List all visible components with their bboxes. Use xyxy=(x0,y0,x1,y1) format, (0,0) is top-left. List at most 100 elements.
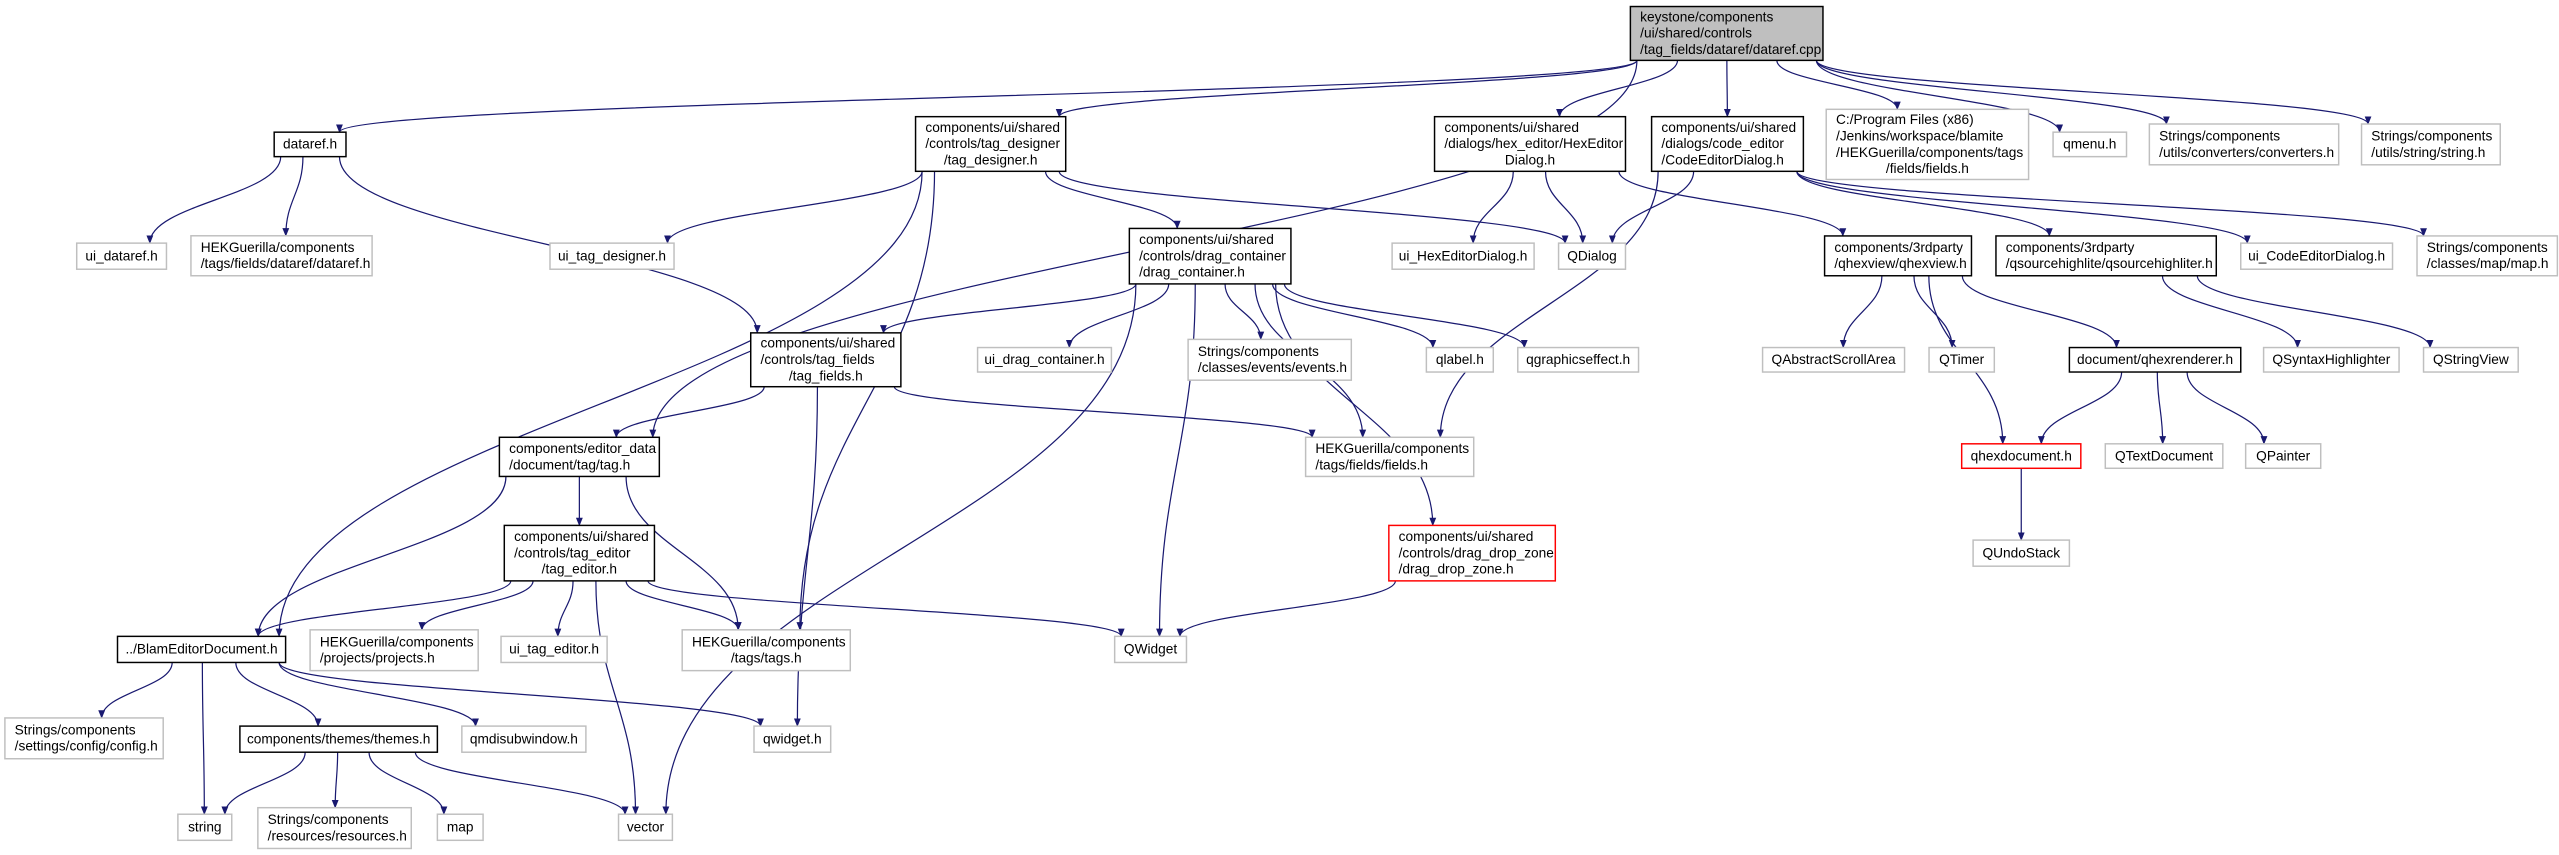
node-qsyntax[interactable]: QSyntaxHighlighter xyxy=(2262,346,2400,373)
node-string[interactable]: string xyxy=(177,813,233,842)
node-hek_dataref[interactable]: HEKGuerilla/components/tags/fields/datar… xyxy=(190,235,373,277)
node-themes[interactable]: components/themes/themes.h xyxy=(239,725,439,753)
node-box xyxy=(1823,235,1973,277)
node-converters[interactable]: Strings/components/utils/converters/conv… xyxy=(2148,123,2340,166)
node-label-line: components/ui/shared xyxy=(514,529,649,544)
node-ui_hex[interactable]: ui_HexEditorDialog.h xyxy=(1391,242,1535,270)
edge-tag_editor-to-qwidget_cap xyxy=(647,580,1125,638)
node-qwidget_cap[interactable]: QWidget xyxy=(1113,635,1188,664)
node-hex_editor[interactable]: components/ui/shared/dialogs/hex_editor/… xyxy=(1433,115,1627,173)
node-projects[interactable]: HEKGuerilla/components/projects/projects… xyxy=(309,629,479,672)
node-label-line: keystone/components xyxy=(1640,9,1773,24)
node-label-line: dataref.h xyxy=(283,137,337,152)
node-qabstract[interactable]: QAbstractScrollArea xyxy=(1761,346,1906,373)
edge-code_editor-to-ui_code xyxy=(1796,171,2251,244)
edge-drag_container-to-drag_drop xyxy=(1275,283,1437,527)
node-label-line: /tag_fields/dataref/dataref.cpp xyxy=(1640,42,1822,57)
node-label-line: qlabel.h xyxy=(1436,352,1484,367)
node-box xyxy=(1995,235,2218,277)
edge-qhexrenderer-to-qhexdocument xyxy=(2037,372,2123,445)
node-drag_drop[interactable]: components/ui/shared/controls/drag_drop_… xyxy=(1388,524,1557,582)
node-label-line: ui_CodeEditorDialog.h xyxy=(2248,248,2385,263)
node-ui_dataref[interactable]: ui_dataref.h xyxy=(75,242,168,270)
edge-tag_designer-to-drag_container xyxy=(1044,171,1181,230)
node-string_h[interactable]: Strings/components/utils/string/string.h xyxy=(2360,123,2501,166)
node-qundostack[interactable]: QUndoStack xyxy=(1972,539,2071,567)
node-qtimer[interactable]: QTimer xyxy=(1928,346,1996,373)
node-label-line: ui_HexEditorDialog.h xyxy=(1399,248,1528,263)
node-tag_designer[interactable]: components/ui/shared/controls/tag_design… xyxy=(914,115,1067,173)
edge-tag_designer-to-tags_h xyxy=(796,171,936,631)
node-config[interactable]: Strings/components/settings/config/confi… xyxy=(4,717,164,760)
edge-hex_editor-to-ui_hex xyxy=(1469,171,1514,244)
node-map_h[interactable]: Strings/components/classes/map/map.h xyxy=(2416,235,2559,277)
node-ui_code[interactable]: ui_CodeEditorDialog.h xyxy=(2240,242,2394,270)
node-ui_drag[interactable]: ui_drag_container.h xyxy=(976,346,1113,373)
node-label-line: Strings/components xyxy=(15,722,136,737)
node-qhexdocument[interactable]: qhexdocument.h xyxy=(1960,443,2082,470)
node-blam[interactable]: ../BlamEditorDocument.h xyxy=(116,635,287,664)
node-qstringview[interactable]: QStringView xyxy=(2422,346,2519,373)
node-box xyxy=(753,725,832,753)
node-label-line: /controls/drag_drop_zone xyxy=(1399,545,1554,560)
node-box xyxy=(681,629,852,672)
edge-code_editor-to-hek_fields xyxy=(1436,171,1659,439)
node-root[interactable]: keystone/components/ui/shared/controls/t… xyxy=(1629,5,1824,62)
node-label-line: /tag_designer.h xyxy=(944,153,1038,168)
node-qdialog[interactable]: QDialog xyxy=(1557,242,1627,270)
node-fields_abs[interactable]: C:/Program Files (x86)/Jenkins/workspace… xyxy=(1825,108,2030,181)
node-qwidget_h[interactable]: qwidget.h xyxy=(753,725,832,753)
node-box xyxy=(273,131,347,158)
node-qgraphics[interactable]: qgraphicseffect.h xyxy=(1517,346,1640,373)
edge-themes-to-string xyxy=(221,752,306,816)
edge-themes-to-map xyxy=(368,752,448,816)
node-tag_editor[interactable]: components/ui/shared/controls/tag_editor… xyxy=(503,524,656,582)
node-tag_fields[interactable]: components/ui/shared/controls/tag_fields… xyxy=(749,332,902,388)
node-box xyxy=(2104,443,2224,470)
node-label-line: /tags/fields/fields.h xyxy=(1315,457,1428,472)
node-box xyxy=(2052,131,2128,158)
edge-root-to-hex_editor xyxy=(1556,60,1679,118)
node-box xyxy=(498,436,661,478)
node-qmenu[interactable]: qmenu.h xyxy=(2052,131,2128,158)
node-map[interactable]: map xyxy=(436,813,484,842)
node-box xyxy=(1761,346,1906,373)
node-tags_h[interactable]: HEKGuerilla/components/tags/tags.h xyxy=(681,629,852,672)
node-label-line: components/ui/shared xyxy=(925,120,1060,135)
node-qhexrenderer[interactable]: document/qhexrenderer.h xyxy=(2068,346,2242,373)
node-ui_tag_editor[interactable]: ui_tag_editor.h xyxy=(500,635,608,664)
node-label-line: qmenu.h xyxy=(2063,137,2116,152)
node-dataref_h[interactable]: dataref.h xyxy=(273,131,347,158)
node-box xyxy=(1187,338,1353,381)
node-resources[interactable]: Strings/components/resources/resources.h xyxy=(257,806,413,850)
edge-tag_editor-to-vector xyxy=(595,580,639,816)
node-label-line: Strings/components xyxy=(2427,240,2548,255)
node-events[interactable]: Strings/components/classes/events/events… xyxy=(1187,338,1353,381)
node-qtextdocument[interactable]: QTextDocument xyxy=(2104,443,2224,470)
node-qsource[interactable]: components/3rdparty/qsourcehighlite/qsou… xyxy=(1995,235,2218,277)
edge-tag_editor-to-tags_h xyxy=(625,580,742,631)
node-hek_fields[interactable]: HEKGuerilla/components/tags/fields/field… xyxy=(1304,436,1475,478)
node-label-line: /Jenkins/workspace/blamite xyxy=(1836,128,2003,143)
node-ui_tag_designer[interactable]: ui_tag_designer.h xyxy=(549,242,675,270)
node-qpainter[interactable]: QPainter xyxy=(2244,443,2322,470)
node-label-line: QPainter xyxy=(2256,448,2310,463)
node-qlabel[interactable]: qlabel.h xyxy=(1425,346,1495,373)
node-label-line: string xyxy=(188,820,221,835)
node-box xyxy=(1425,346,1495,373)
node-drag_container[interactable]: components/ui/shared/controls/drag_conta… xyxy=(1128,227,1292,285)
node-label-line: /controls/tag_editor xyxy=(514,545,631,560)
node-tag_h[interactable]: components/editor_data/document/tag/tag.… xyxy=(498,436,661,478)
node-label-line: ui_tag_editor.h xyxy=(509,642,599,657)
node-label-line: /fields/fields.h xyxy=(1886,161,1969,176)
node-label-line: C:/Program Files (x86) xyxy=(1836,112,1974,127)
node-code_editor[interactable]: components/ui/shared/dialogs/code_editor… xyxy=(1650,115,1805,173)
node-qmdi[interactable]: qmdisubwindow.h xyxy=(461,725,587,753)
edge-tag_designer-to-qdialog xyxy=(1058,171,1569,244)
node-label-line: QDialog xyxy=(1567,248,1616,263)
node-qhexview[interactable]: components/3rdparty/qhexview/qhexview.h xyxy=(1823,235,1973,277)
node-vector[interactable]: vector xyxy=(617,813,674,842)
node-box xyxy=(2416,235,2559,277)
node-label-line: Dialog.h xyxy=(1505,153,1555,168)
node-box xyxy=(1557,242,1627,270)
